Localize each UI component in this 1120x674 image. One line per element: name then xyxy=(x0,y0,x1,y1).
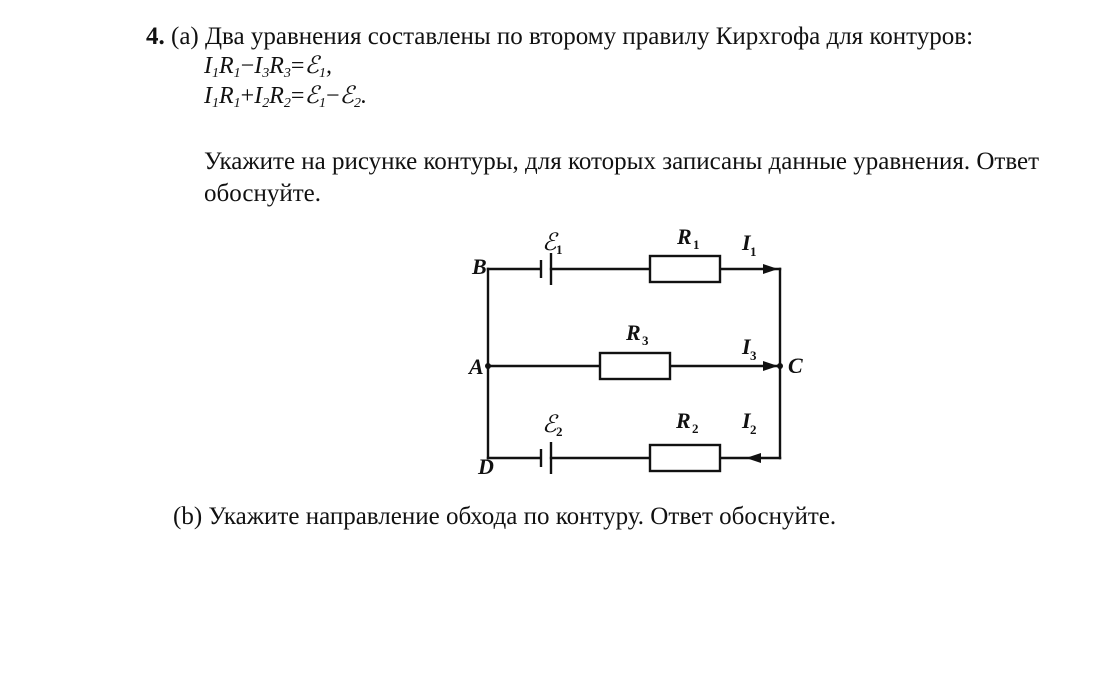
emf-1-subscript: 1 xyxy=(556,242,563,257)
node-a-label: A xyxy=(467,354,484,379)
resistor-r2 xyxy=(648,443,722,473)
r1-symbol: R xyxy=(676,224,692,249)
eq1-resistor-1: R xyxy=(219,53,234,79)
eq1-current-1-sub: 1 xyxy=(212,66,219,81)
i1-subscript: 1 xyxy=(750,244,757,259)
battery-emf-2 xyxy=(539,442,553,474)
eq1-resistor-3: R xyxy=(269,53,284,79)
r3-subscript: 3 xyxy=(642,333,649,348)
emf-2-subscript: 2 xyxy=(556,424,563,439)
eq1-resistor-1-sub: 1 xyxy=(233,66,241,81)
arrow-right-i1 xyxy=(763,264,778,274)
eq2-resistor-2: R xyxy=(269,83,284,109)
eq1-emf-1-sub: 1 xyxy=(318,66,326,81)
eq2-current-1-sub: 1 xyxy=(212,96,219,111)
node-a-dot xyxy=(485,363,491,369)
eq1-current-3: I xyxy=(254,53,263,79)
resistor-r3 xyxy=(598,351,672,381)
node-c-dot xyxy=(777,363,783,369)
i2-subscript: 2 xyxy=(750,422,757,437)
eq1-current-1: I xyxy=(204,53,212,79)
eq2-emf-1: ℰ xyxy=(304,83,319,109)
r2-symbol: R xyxy=(675,408,691,433)
arrow-left-i2 xyxy=(746,453,761,463)
node-b-label: B xyxy=(471,254,487,279)
i3-subscript: 3 xyxy=(750,348,757,363)
part-b-text: (b) Укажите направление обхода по контур… xyxy=(173,503,837,530)
part-a-label: (a) xyxy=(171,23,199,50)
eq2-resistor-2-sub: 2 xyxy=(283,96,291,111)
r1-subscript: 1 xyxy=(693,237,700,252)
eq2-resistor-1-sub: 1 xyxy=(233,96,241,111)
eq2-current-2-sub: 2 xyxy=(262,96,270,111)
r2-subscript: 2 xyxy=(692,421,699,436)
instruction-line-1: Укажите на рисунке контуры, для которых … xyxy=(204,148,1040,175)
part-a-text: Два уравнения составлены по второму прав… xyxy=(205,23,974,50)
emf-2-symbol: ℰ xyxy=(542,412,559,438)
eq2-equals: = xyxy=(290,83,305,109)
i3-symbol: I xyxy=(741,334,752,359)
equation-2: I1R1+I2R2=ℰ1−ℰ2. xyxy=(204,82,368,111)
eq2-emf-1-sub: 1 xyxy=(318,96,326,111)
resistor-r1 xyxy=(648,254,722,284)
node-d-label: D xyxy=(477,454,494,479)
i2-symbol: I xyxy=(741,408,752,433)
eq1-tail: , xyxy=(325,53,332,79)
instruction-line-2: обоснуйте. xyxy=(204,180,321,207)
battery-emf-1 xyxy=(539,253,553,285)
eq2-emf-2-sub: 2 xyxy=(354,96,362,111)
eq2-resistor-1: R xyxy=(219,83,234,109)
problem-heading: 4. (a) Два уравнения составлены по второ… xyxy=(146,22,973,52)
r3-symbol: R xyxy=(625,320,641,345)
node-c-label: C xyxy=(788,353,803,378)
eq2-operator: + xyxy=(240,83,255,109)
eq2-emf-2: ℰ xyxy=(339,83,355,109)
problem-number: 4. xyxy=(146,23,165,50)
arrow-right-i3 xyxy=(763,361,778,371)
eq2-current-1: I xyxy=(204,83,212,109)
eq2-current-2: I xyxy=(254,83,263,109)
emf-1-symbol: ℰ xyxy=(542,230,559,256)
eq1-operator: − xyxy=(240,53,255,79)
eq1-resistor-3-sub: 3 xyxy=(283,66,291,81)
eq1-emf-1: ℰ xyxy=(304,53,319,79)
circuit-diagram: B A C D ℰ 1 ℰ 2 R 1 R 3 R 2 I 1 I 3 I 2 xyxy=(458,220,808,492)
equation-1: I1R1−I3R3=ℰ1, xyxy=(204,52,332,81)
eq2-tail: . xyxy=(361,83,368,109)
eq1-equals: = xyxy=(290,53,305,79)
eq2-operator-2: − xyxy=(325,83,340,109)
eq1-current-3-sub: 3 xyxy=(262,66,270,81)
i1-symbol: I xyxy=(741,230,752,255)
